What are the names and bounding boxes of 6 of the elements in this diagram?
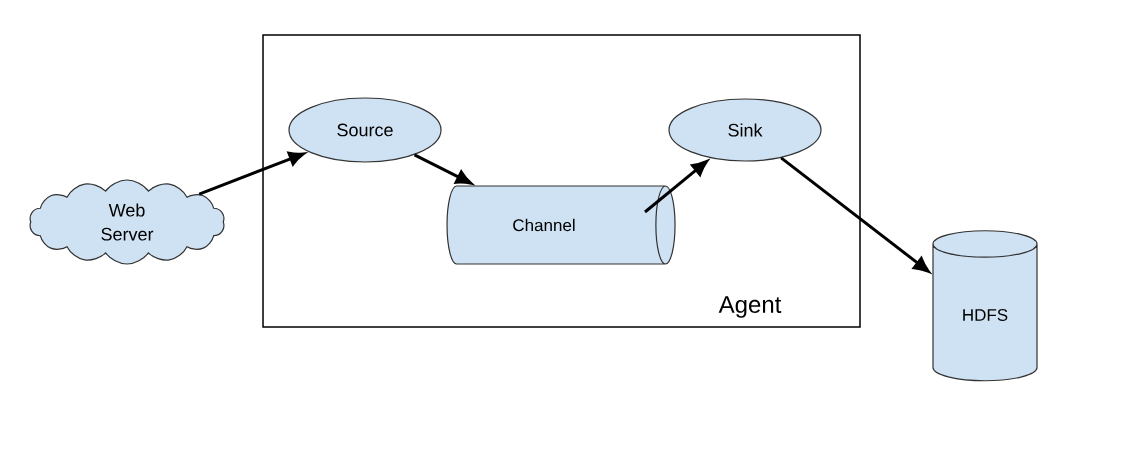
channel-cylinder: Channel [446,185,676,265]
arrow [413,153,472,185]
storage-cylinder: HDFS [932,230,1038,382]
arrow [644,160,708,214]
arrow [780,156,930,273]
server-cloud: Web Server [29,179,225,265]
